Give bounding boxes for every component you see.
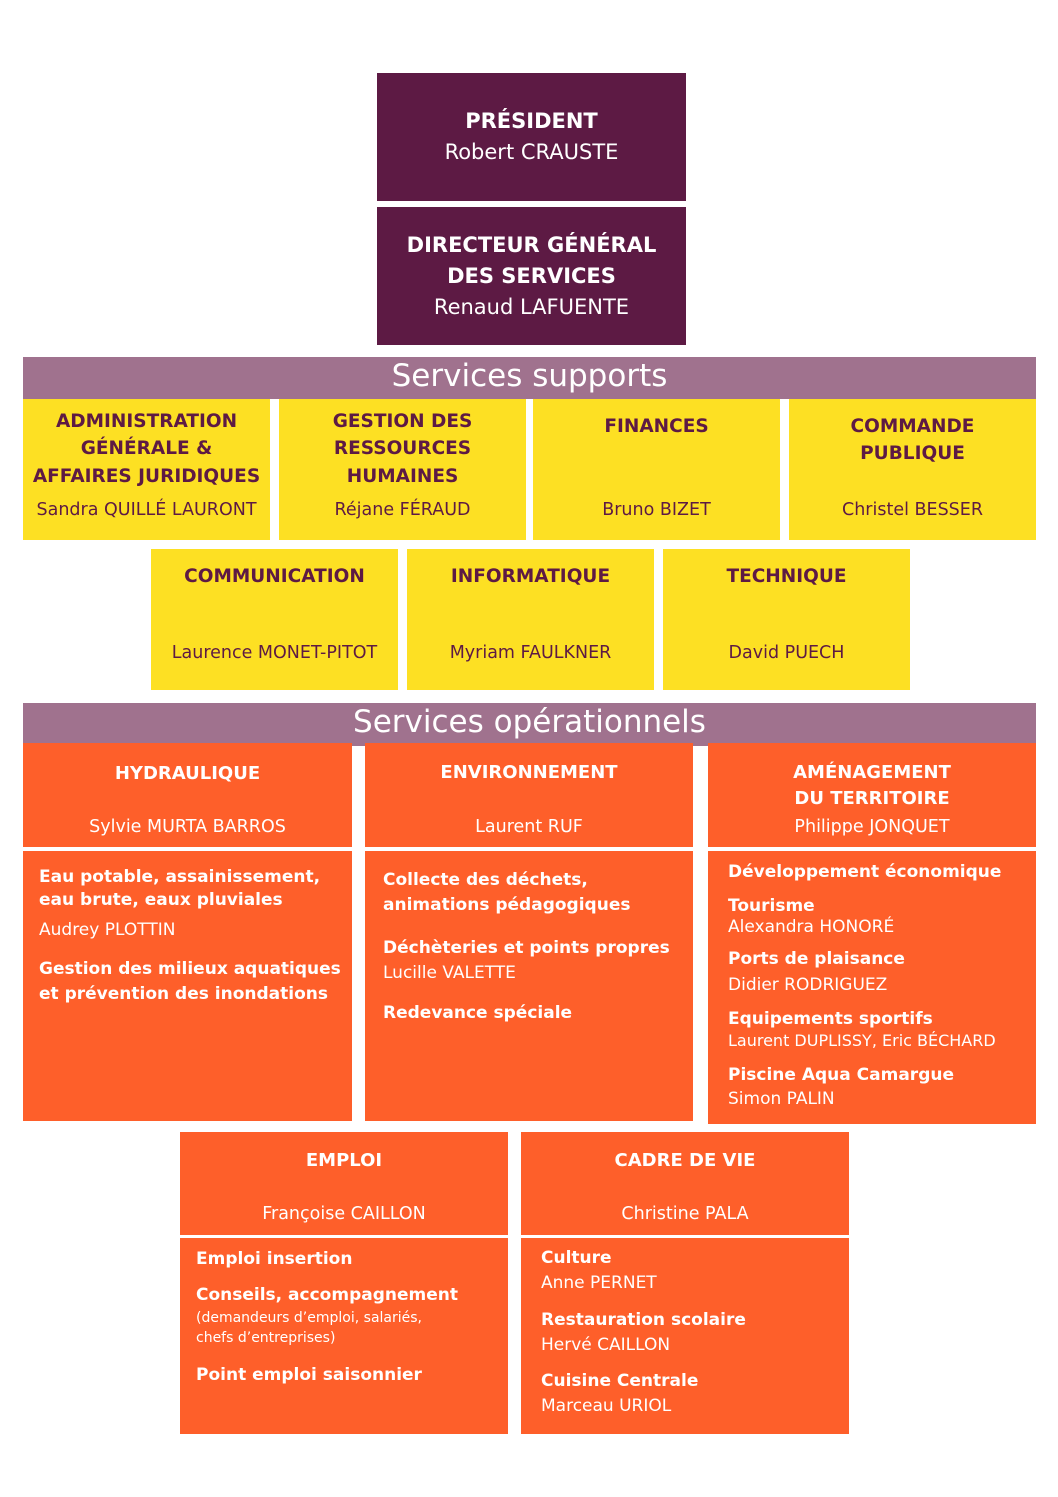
item-label: Culture <box>541 1248 612 1268</box>
item-person: Alexandra HONORÉ <box>728 917 895 937</box>
item-label: Piscine Aqua Camargue <box>728 1065 954 1085</box>
president-name: Robert CRAUSTE <box>444 140 619 164</box>
item-person: Didier RODRIGUEZ <box>728 975 888 995</box>
unit-title: HUMAINES <box>346 466 459 487</box>
item-label: Point emploi saisonnier <box>196 1365 422 1385</box>
unit-title: AFFAIRES JURIDIQUES <box>32 466 261 487</box>
item-label: Déchèteries et points propres <box>383 938 670 958</box>
item-person: Audrey PLOTTIN <box>39 920 176 940</box>
unit-title: HYDRAULIQUE <box>114 763 261 784</box>
op-unit-emploi-body: Emploi insertion Conseils, accompagnemen… <box>180 1238 508 1434</box>
item-label: Gestion des milieux aquatiques <box>39 959 341 979</box>
support-unit-technique: TECHNIQUE David PUECH <box>663 549 910 690</box>
president-box: PRÉSIDENT Robert CRAUSTE <box>377 73 686 201</box>
unit-head-name: Philippe JONQUET <box>794 817 950 837</box>
item-label: Restauration scolaire <box>541 1310 746 1330</box>
item-label: eau brute, eaux pluviales <box>39 890 283 910</box>
dgs-title-line1: DIRECTEUR GÉNÉRAL <box>406 232 657 257</box>
op-unit-cadre-de-vie-body: Culture Anne PERNET Restauration scolair… <box>521 1238 849 1434</box>
unit-head-name: Réjane FÉRAUD <box>334 500 471 520</box>
unit-title: GESTION DES <box>332 411 473 432</box>
unit-title: FINANCES <box>604 416 709 437</box>
op-unit-cadre-de-vie-header: CADRE DE VIE Christine PALA <box>521 1132 849 1235</box>
support-unit-rh: GESTION DES RESSOURCES HUMAINES Réjane F… <box>279 399 526 540</box>
unit-title: DU TERRITOIRE <box>794 788 950 809</box>
unit-head-name: Bruno BIZET <box>602 500 711 520</box>
supports-heading: Services supports <box>391 358 668 394</box>
item-note: (demandeurs d’emploi, salariés, <box>196 1310 422 1326</box>
support-unit-informatique: INFORMATIQUE Myriam FAULKNER <box>407 549 654 690</box>
item-person: Marceau URIOL <box>541 1396 672 1416</box>
item-label: Développement économique <box>728 862 1002 882</box>
dgs-box: DIRECTEUR GÉNÉRAL DES SERVICES Renaud LA… <box>377 207 686 345</box>
item-person: Laurent DUPLISSY, Eric BÉCHARD <box>728 1031 996 1050</box>
unit-head-name: Christine PALA <box>621 1204 749 1224</box>
unit-title: CADRE DE VIE <box>614 1150 756 1171</box>
unit-title: COMMUNICATION <box>184 566 365 587</box>
unit-title: COMMANDE <box>850 416 975 437</box>
unit-title: RESSOURCES <box>333 438 472 459</box>
item-label: Collecte des déchets, <box>383 870 588 890</box>
item-label: animations pédagogiques <box>383 895 631 915</box>
support-unit-administration: ADMINISTRATION GÉNÉRALE & AFFAIRES JURID… <box>23 399 270 540</box>
operationnels-band: Services opérationnels <box>23 703 1036 746</box>
unit-head-name: David PUECH <box>728 643 845 663</box>
supports-band: Services supports <box>23 357 1036 399</box>
item-label: Eau potable, assainissement, <box>39 867 321 887</box>
item-label: Ports de plaisance <box>728 949 905 969</box>
unit-title: INFORMATIQUE <box>450 566 611 587</box>
item-label: Emploi insertion <box>196 1249 353 1269</box>
item-note: chefs d’entreprises) <box>196 1330 336 1346</box>
op-unit-emploi-header: EMPLOI Françoise CAILLON <box>180 1132 508 1235</box>
unit-head-name: Sandra QUILLÉ LAURONT <box>36 500 257 520</box>
president-title: PRÉSIDENT <box>465 109 598 133</box>
item-person: Hervé CAILLON <box>541 1335 671 1355</box>
support-unit-commande-publique: COMMANDE PUBLIQUE Christel BESSER <box>789 399 1036 540</box>
unit-head-name: Laurence MONET-PITOT <box>171 643 378 663</box>
item-label: Cuisine Centrale <box>541 1371 699 1391</box>
unit-title: AMÉNAGEMENT <box>793 762 951 783</box>
unit-head-name: Myriam FAULKNER <box>449 643 612 663</box>
item-label: Equipements sportifs <box>728 1009 933 1029</box>
item-label: Redevance spéciale <box>383 1003 573 1023</box>
unit-head-name: Christel BESSER <box>841 500 984 520</box>
op-unit-environnement-header: ENVIRONNEMENT Laurent RUF <box>365 743 693 847</box>
op-unit-amenagement-body: Développement économique Tourisme Alexan… <box>708 851 1036 1124</box>
op-unit-environnement-body: Collecte des déchets, animations pédagog… <box>365 851 693 1121</box>
unit-title: ENVIRONNEMENT <box>440 762 618 783</box>
unit-title: ADMINISTRATION <box>55 411 238 432</box>
op-unit-hydraulique-body: Eau potable, assainissement, eau brute, … <box>23 851 352 1121</box>
unit-title: TECHNIQUE <box>726 566 847 587</box>
support-unit-finances: FINANCES Bruno BIZET <box>533 399 780 540</box>
unit-head-name: Françoise CAILLON <box>262 1204 426 1224</box>
support-unit-communication: COMMUNICATION Laurence MONET-PITOT <box>151 549 398 690</box>
item-label: Conseils, accompagnement <box>196 1285 458 1305</box>
unit-title: PUBLIQUE <box>860 443 965 464</box>
unit-head-name: Sylvie MURTA BARROS <box>89 817 286 837</box>
item-person: Lucille VALETTE <box>383 963 516 983</box>
op-unit-hydraulique-header: HYDRAULIQUE Sylvie MURTA BARROS <box>23 743 352 847</box>
item-person: Anne PERNET <box>541 1273 657 1293</box>
dgs-title-line2: DES SERVICES <box>447 263 616 288</box>
item-label: Tourisme <box>728 896 815 916</box>
unit-title: GÉNÉRALE & <box>80 438 213 459</box>
item-person: Simon PALIN <box>728 1089 835 1109</box>
unit-title: EMPLOI <box>305 1150 383 1171</box>
dgs-name: Renaud LAFUENTE <box>433 294 630 319</box>
operationnels-heading: Services opérationnels <box>353 704 706 740</box>
unit-head-name: Laurent RUF <box>475 817 583 837</box>
op-unit-amenagement-header: AMÉNAGEMENT DU TERRITOIRE Philippe JONQU… <box>708 743 1036 847</box>
item-label: et prévention des inondations <box>39 984 328 1004</box>
